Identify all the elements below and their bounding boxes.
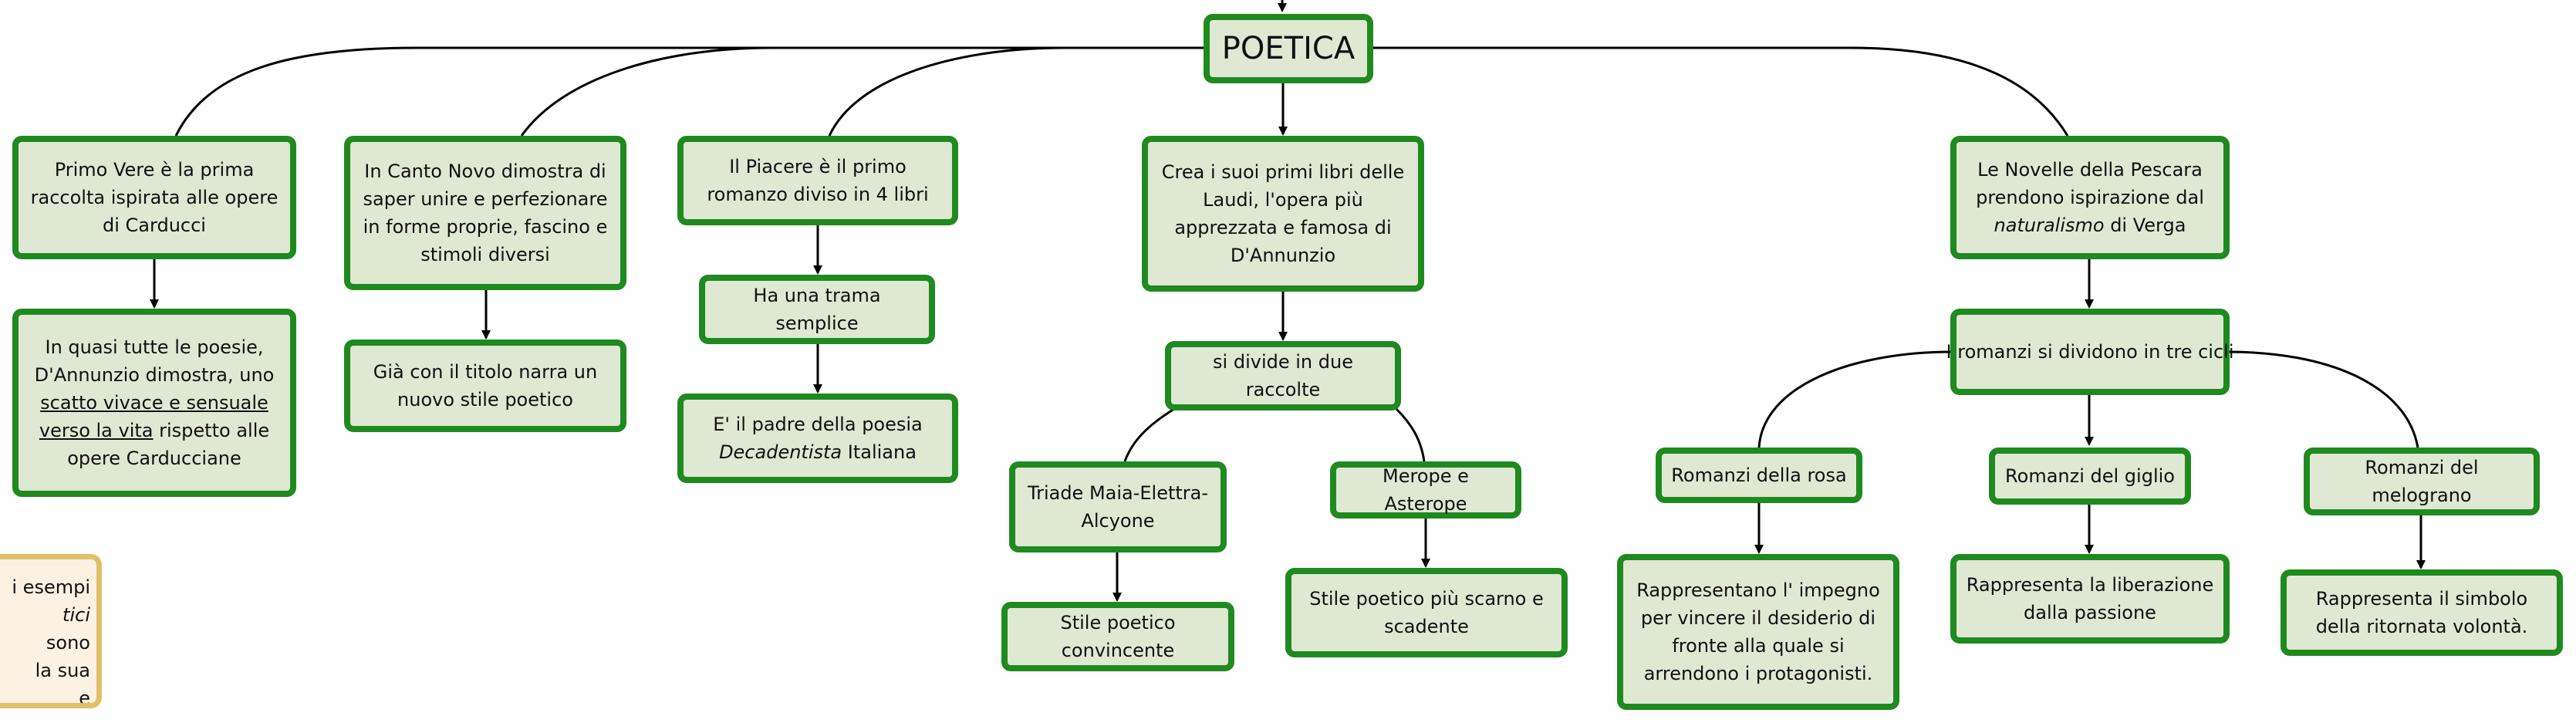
node-giglio[interactable]: Romanzi del giglio [1989,448,2191,505]
node-novelle-text: Le Novelle della Pescara prendono ispira… [1976,159,2204,236]
side-note-line-4: e [79,688,90,708]
node-rosa-desc[interactable]: Rappresentano l' impegno per vincere il … [1617,554,1899,710]
side-note[interactable]: i esempi tici sono la sua e [0,554,102,708]
connector-root-piacere [828,46,1204,137]
side-note-line-3: la sua [35,660,90,681]
node-canto-novo-desc[interactable]: Già con il titolo narra un nuovo stile p… [344,340,626,432]
root-node-poetica[interactable]: POETICA [1204,14,1373,83]
node-triade-desc-text: Stile poetico convincente [1060,612,1176,661]
node-rosa-desc-text: Rappresentano l' impegno per vincere il … [1636,579,1880,684]
node-triade-text: Triade Maia-Elettra-Alcyone [1027,482,1209,532]
node-canto-novo[interactable]: In Canto Novo dimostra di saper unire e … [344,136,626,290]
root-label: POETICA [1221,31,1356,66]
node-rosa-text: Romanzi della rosa [1671,465,1847,486]
node-primo-vere-text: Primo Vere è la prima raccolta ispirata … [30,159,279,236]
node-novelle[interactable]: Le Novelle della Pescara prendono ispira… [1950,136,2230,259]
node-triade[interactable]: Triade Maia-Elettra-Alcyone [1009,461,1227,552]
node-piacere-trama-text: Ha una trama semplice [753,285,881,334]
connector-root-canto-novo [520,46,1204,137]
node-canto-novo-desc-text: Già con il titolo narra un nuovo stile p… [373,361,598,410]
connector-divide-merope [1395,407,1426,462]
node-piacere[interactable]: Il Piacere è il primo romanzo diviso in … [677,136,958,225]
connector-romanzi-rosa [1757,350,1953,448]
connector-root-novelle [1373,46,2069,137]
side-note-line-1: i esempi [12,576,90,598]
node-primo-vere-desc-text: In quasi tutte le poesie, D'Annunzio dim… [34,336,275,469]
node-divide-text: si divide in due raccolte [1213,351,1353,400]
node-piacere-text: Il Piacere è il primo romanzo diviso in … [707,156,929,205]
node-rosa[interactable]: Romanzi della rosa [1656,448,1862,503]
node-laudi-text: Crea i suoi primi libri delle Laudi, l'o… [1161,161,1405,266]
node-melograno[interactable]: Romanzi del melograno [2304,448,2540,515]
node-romanzi[interactable]: I romanzi si dividono in tre cicli [1946,309,2234,395]
node-giglio-desc-text: Rappresenta la liberazione dalla passion… [1966,574,2214,623]
node-merope-desc[interactable]: Stile poetico più scarno e scadente [1285,568,1568,657]
connector-divide-triade [1123,407,1175,462]
node-merope-desc-text: Stile poetico più scarno e scadente [1309,588,1544,637]
node-melograno-desc-text: Rappresenta il simbolo della ritornata v… [2315,588,2528,637]
node-giglio-desc[interactable]: Rappresenta la liberazione dalla passion… [1950,554,2230,644]
node-merope-text: Merope e Asterope [1383,465,1469,515]
node-giglio-text: Romanzi del giglio [2005,465,2175,487]
node-romanzi-text: I romanzi si dividono in tre cicli [1946,341,2234,363]
node-primo-vere-desc[interactable]: In quasi tutte le poesie, D'Annunzio dim… [12,309,296,497]
connector-root-primo-vere [174,46,1204,137]
node-triade-desc[interactable]: Stile poetico convincente [1001,602,1234,671]
node-piacere-padre[interactable]: E' il padre della poesia Decadentista It… [677,394,958,483]
connector-romanzi-melograno [2227,350,2419,448]
node-divide[interactable]: si divide in due raccolte [1165,341,1401,410]
node-melograno-desc[interactable]: Rappresenta il simbolo della ritornata v… [2281,569,2563,656]
node-primo-vere[interactable]: Primo Vere è la prima raccolta ispirata … [12,136,296,259]
node-canto-novo-text: In Canto Novo dimostra di saper unire e … [363,160,608,265]
node-merope[interactable]: Merope e Asterope [1330,461,1521,519]
side-note-line-2: tici sono [46,604,90,654]
node-piacere-padre-text: E' il padre della poesia Decadentista It… [713,414,923,463]
node-laudi[interactable]: Crea i suoi primi libri delle Laudi, l'o… [1142,136,1424,292]
node-piacere-trama[interactable]: Ha una trama semplice [699,275,935,344]
node-melograno-text: Romanzi del melograno [2365,457,2479,506]
